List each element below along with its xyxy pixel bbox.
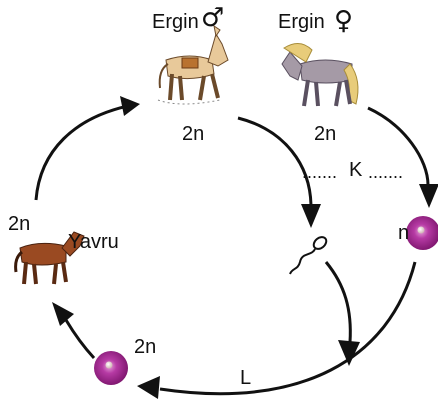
arrow-offspring-to-male bbox=[34, 96, 140, 201]
male-ploidy-label: 2n bbox=[182, 123, 205, 145]
female-ploidy-label: 2n bbox=[314, 123, 337, 145]
arrow-zygote-to-offspring bbox=[52, 302, 96, 360]
egg-ploidy-label: n bbox=[398, 222, 410, 244]
meiosis-dots-left: ....... bbox=[302, 162, 338, 182]
arrow-sperm-to-fusion bbox=[324, 261, 360, 366]
male-adult-label: Ergin bbox=[152, 11, 199, 33]
male-horse-illustration bbox=[157, 24, 229, 105]
meiosis-dots-right: ....... bbox=[368, 162, 404, 182]
female-horse-illustration bbox=[281, 43, 359, 107]
arrow-egg-to-zygote bbox=[137, 261, 417, 399]
female-symbol: ♀ bbox=[334, 6, 354, 36]
meiosis-letter-k: K bbox=[349, 159, 363, 181]
egg-cell-illustration bbox=[406, 216, 438, 250]
female-adult-label: Ergin bbox=[278, 11, 325, 33]
sperm-cell-illustration bbox=[289, 236, 328, 275]
male-symbol: ♂ bbox=[201, 3, 225, 33]
offspring-horse-illustration bbox=[14, 231, 85, 285]
zygote-cell-illustration bbox=[94, 351, 128, 385]
offspring-ploidy-label: 2n bbox=[8, 213, 31, 235]
fertilization-letter-l: L bbox=[240, 367, 252, 389]
zygote-ploidy-label: 2n bbox=[134, 336, 157, 358]
arrow-male-to-sperm bbox=[237, 116, 321, 228]
offspring-label: Yavru bbox=[68, 231, 119, 253]
arrow-female-to-egg bbox=[367, 106, 438, 208]
